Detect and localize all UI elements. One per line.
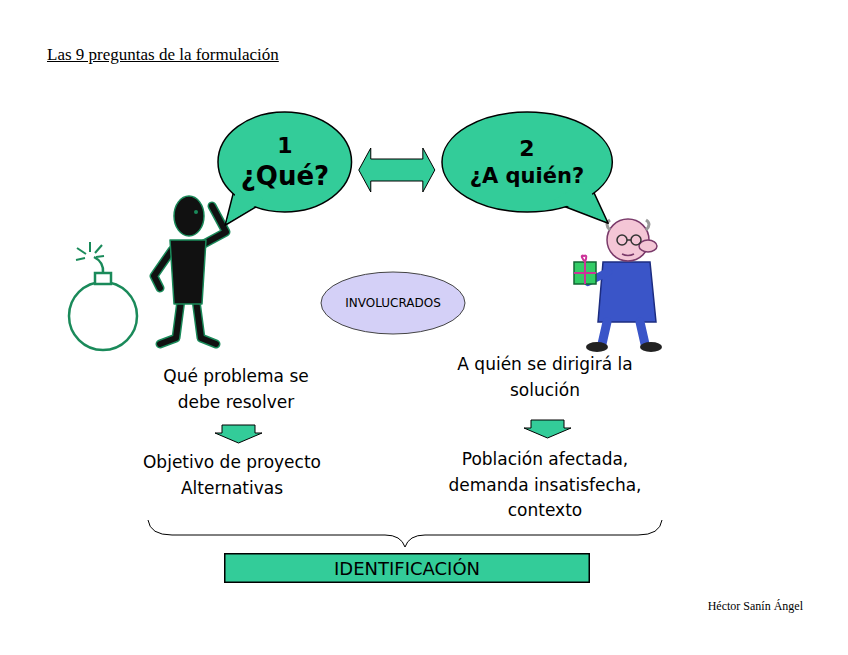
title: Las 9 preguntas de la formulación [47,45,279,65]
double-arrow-connector [359,148,435,192]
node-text: ¿A quién? [470,163,584,189]
stakeholders-ellipse: INVOLUCRADOS [320,271,466,335]
question-note: Qué problema se debe resolver [154,364,319,415]
brace [148,520,662,547]
box-fill [225,554,590,583]
node-text: 1 [277,132,292,160]
down-arrow [215,420,571,443]
author-credit: Héctor Sanín Ángel [708,597,803,615]
node-text: IDENTIFICACIÓN [334,558,480,579]
node-text: INVOLUCRADOS [345,296,441,310]
bomb-figure [69,242,137,350]
speech-bubble: 2¿A quién? [441,111,613,213]
stage-box: IDENTIFICACIÓN [224,553,590,583]
speech-bubble: 1¿Qué? [217,111,353,213]
old-man-figure [574,219,662,352]
ellipse-fill [321,272,465,334]
thinking-man-figure [154,196,226,344]
question-note: A quién se dirigirá la solución [443,352,648,403]
result-note: Población afectada, demanda insatisfecha… [433,447,658,524]
node-text: 2 [519,135,534,163]
node-text: ¿Qué? [241,160,329,193]
speech-bubble-outline [441,111,613,213]
result-note: Objetivo de proyecto Alternativas [115,450,350,501]
